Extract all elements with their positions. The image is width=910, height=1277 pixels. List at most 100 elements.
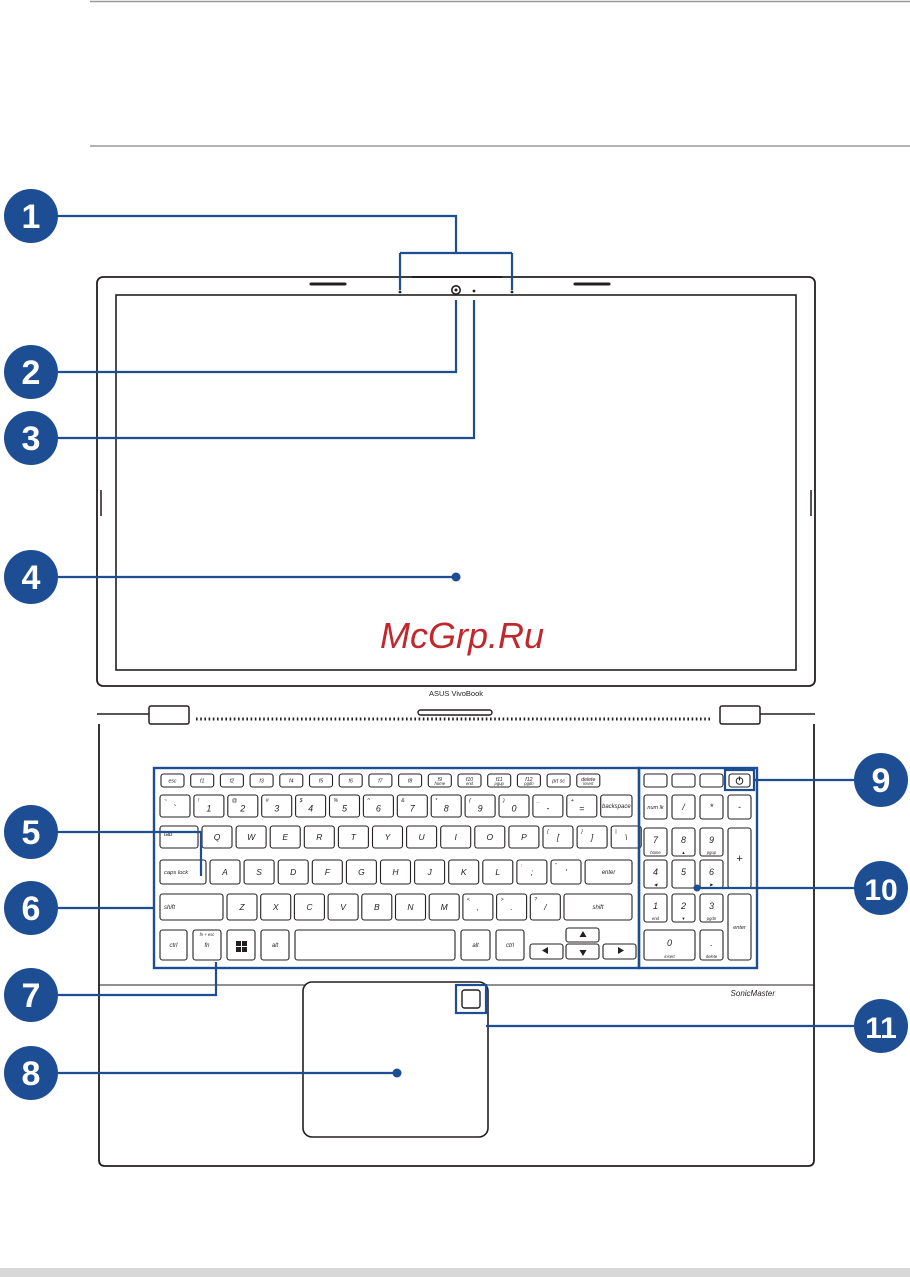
key-label: 2 [680,901,686,911]
key-sublabel: end [466,781,474,786]
callout-number: 10 [864,874,897,907]
key-label: 8 [681,835,686,845]
keycap-outline [160,773,185,788]
key-z-row-9: /? [529,893,561,921]
key-label: R [316,832,322,842]
key-label: delete [581,777,595,783]
keycap-outline [727,893,752,961]
keycap-outline [546,773,571,788]
key-shift-label: & [401,798,405,804]
key-label: f1 [200,778,204,784]
keycap-outline [279,773,304,788]
key-q-row-8: O [474,825,506,849]
key-num-11: -_ [532,794,564,818]
callout-number: 7 [22,977,41,1015]
key-label: ` [174,804,177,814]
key-f8: f8 [398,773,423,788]
key-label: E [282,832,288,842]
keycap-outline [209,859,241,885]
callout-badge-2: 2 [4,345,58,399]
key-a-row-10: '" [550,859,582,885]
key-sublabel: pgup [706,850,717,855]
callout-badge-3: 3 [4,411,58,465]
key-esc: esc [160,773,185,788]
key-right-arrow [602,943,637,960]
key-shift-label: ? [534,897,537,903]
keycap-outline [337,825,369,849]
callout-number: 2 [22,354,41,392]
key-label: T [351,832,357,842]
key-z-row-0: Z [226,893,258,921]
key-label: D [290,867,296,877]
key-sublabel: ◀ [654,882,658,887]
key-power-button [728,773,751,788]
key-label: 1 [653,901,658,911]
left-arrow-glyph [542,947,548,954]
key-label: . [510,902,512,912]
key-label: / [543,902,548,912]
key-shift-left: shift [159,893,224,921]
keycap-outline [576,773,601,788]
key-num-2: 2@ [227,794,259,818]
keycap-outline [308,773,334,788]
leader-lines [58,214,860,1078]
keycap-outline [430,794,462,818]
key-shift-label: < [467,897,470,903]
key-z-row-6: M [428,893,460,921]
key-a-row-6: J [414,859,446,885]
key-z-row-7: ,< [462,893,494,921]
callout-number: 9 [872,762,891,800]
key-f6: f6 [338,773,363,788]
key-numpad-top-3: - [727,794,752,820]
key-num-1: 1! [193,794,225,818]
key-label: - [546,804,549,814]
down-arrow-glyph [579,950,587,956]
callout-circle [4,1046,58,1100]
keycap-outline [699,794,724,820]
key-label: C [306,902,313,912]
key-sublabel: pgdn [523,781,534,786]
keycap-outline [529,893,561,921]
key-sublabel: ▶ [709,882,714,887]
callout-badge-4: 4 [4,550,58,604]
callout-number: 5 [22,814,41,852]
callout-number: 4 [22,559,41,597]
hinge-center-slot [417,709,493,716]
key-sublabel: pgup [494,781,505,786]
key-numpad-plus: + [727,827,752,889]
key-label: 4 [653,867,658,877]
key-label: I [455,832,458,842]
keycap-outline [368,773,393,788]
key-label: O [486,832,493,842]
brand-label: ASUS VivoBook [429,689,483,698]
leader-7 [58,962,218,997]
keycap-outline [159,794,191,818]
camera-indicator [472,289,476,293]
key-sublabel: ▲ [681,850,685,855]
key-label: Q [214,832,221,842]
key-backspace: backspace [600,794,633,818]
key-label: ] [590,832,594,842]
key-num-4: 4$ [295,794,327,818]
keycap-outline [699,773,724,788]
key-label: M [441,902,449,912]
key-sublabel: pgdn [706,916,717,921]
microphone-left [398,290,402,294]
key-label: L [495,867,500,877]
key-a-row-1: S [243,859,275,885]
key-f4: f4 [279,773,304,788]
key-shift-label: ^ [367,798,370,804]
keycap-outline [516,859,548,885]
callout-badge-5: 5 [4,805,58,859]
key-label: esc [168,778,176,784]
key-label: backspace [602,804,631,810]
key-label: caps lock [164,870,189,876]
touchpad [302,981,489,1138]
keycap-outline [550,859,582,885]
fingerprint-highlight [454,983,488,1015]
key-z-row-8: .> [496,893,528,921]
